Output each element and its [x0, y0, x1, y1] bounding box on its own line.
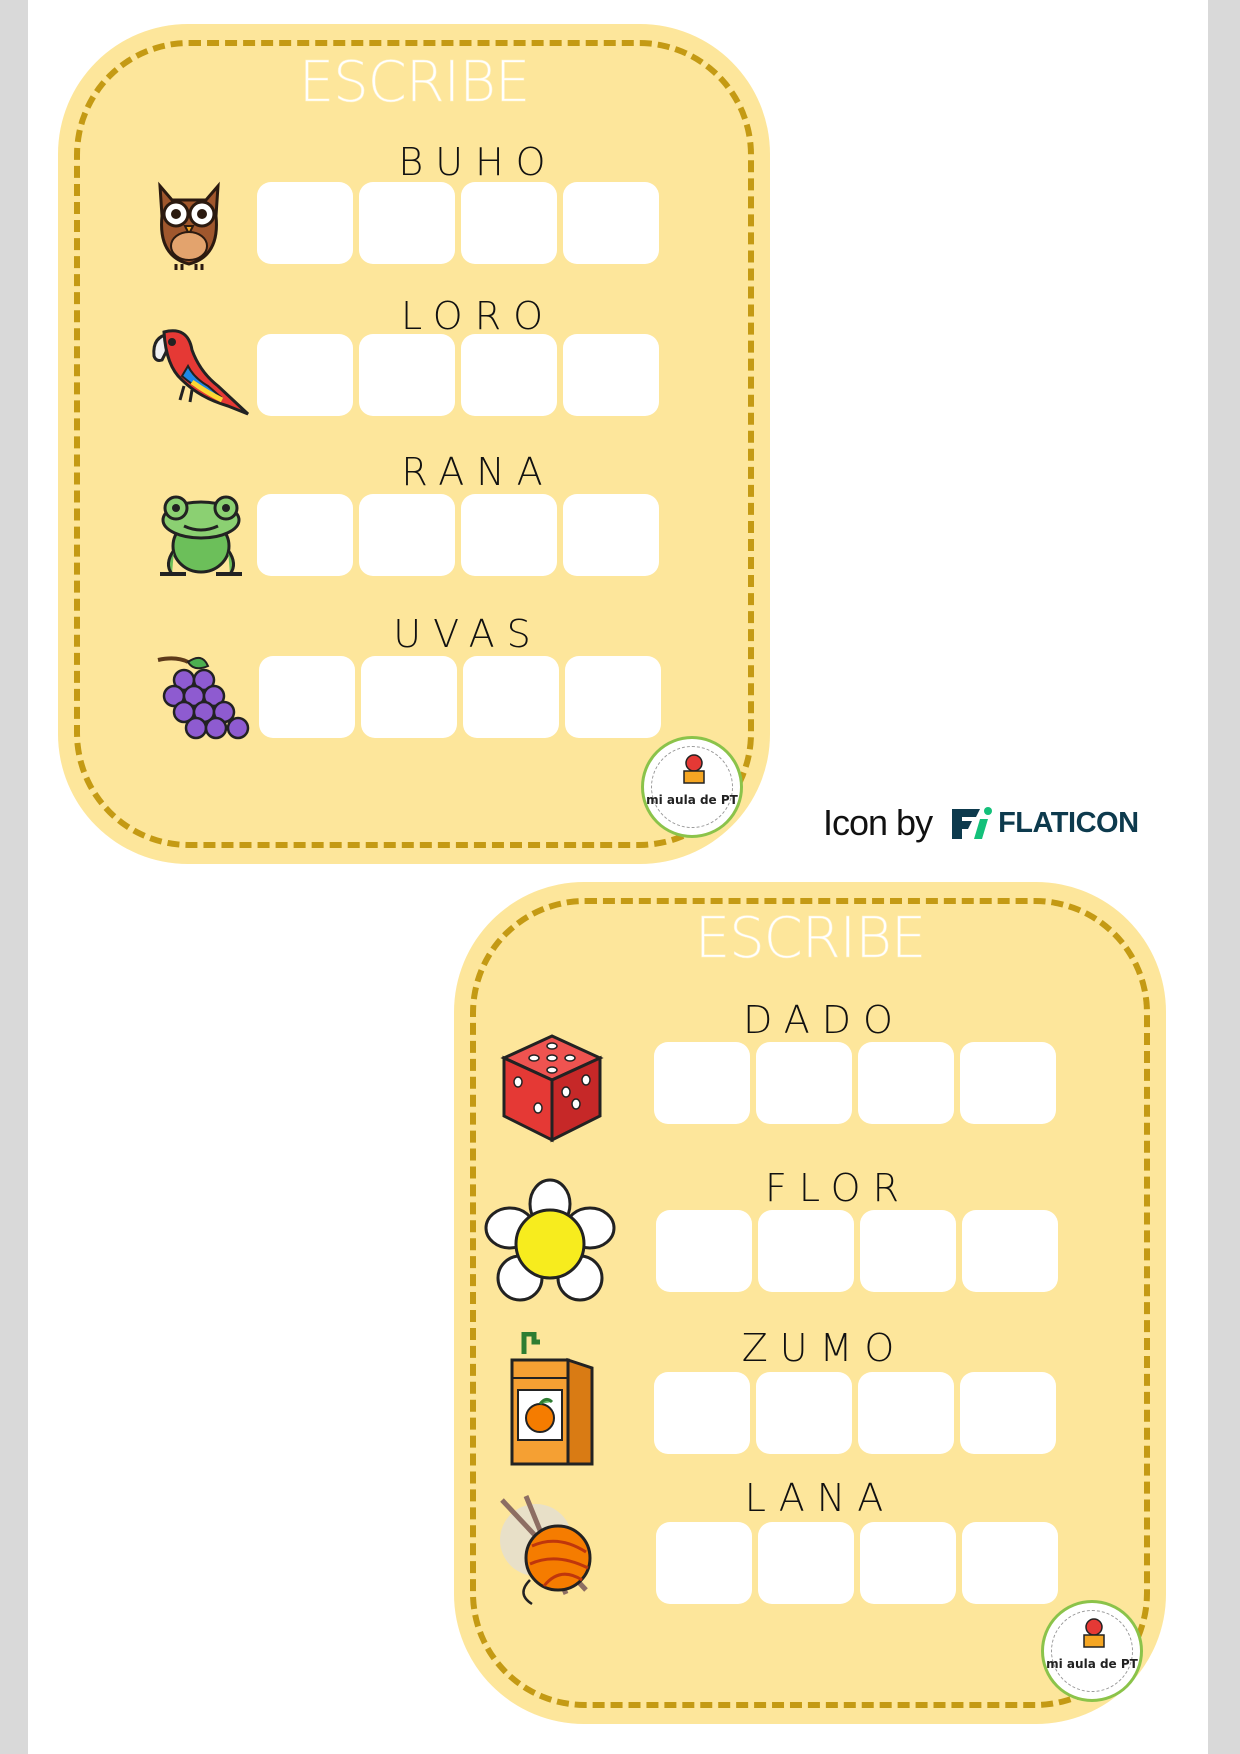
letter-box[interactable]	[758, 1522, 854, 1604]
flaticon-logo-icon	[952, 807, 993, 839]
word-label: UVAS	[393, 612, 543, 656]
letter-boxes	[259, 656, 661, 738]
dice-icon	[500, 1032, 604, 1148]
letter-box[interactable]	[461, 182, 557, 264]
letter-box[interactable]	[259, 656, 355, 738]
icon-credit: Icon by FLATICON	[823, 798, 1139, 848]
worksheet-page: ESCRIBE BUHO LORO	[28, 0, 1208, 1754]
letter-box[interactable]	[960, 1372, 1056, 1454]
letter-boxes	[257, 494, 659, 576]
letter-box[interactable]	[656, 1210, 752, 1292]
credit-prefix: Icon by	[823, 802, 933, 843]
writing-card-1: ESCRIBE BUHO LORO	[58, 24, 770, 864]
school-bag-icon	[1083, 1618, 1105, 1648]
letter-box[interactable]	[463, 656, 559, 738]
word-label: RANA	[401, 450, 555, 494]
letter-boxes	[654, 1042, 1056, 1124]
letter-box[interactable]	[860, 1210, 956, 1292]
stamp-label: mi aula de PT	[1046, 1657, 1138, 1671]
letter-box[interactable]	[654, 1372, 750, 1454]
brand-stamp: mi aula de PT	[641, 736, 743, 838]
card-title: ESCRIBE	[298, 50, 530, 116]
flower-icon	[482, 1178, 618, 1316]
letter-box[interactable]	[461, 494, 557, 576]
letter-box[interactable]	[257, 334, 353, 416]
letter-box[interactable]	[257, 182, 353, 264]
word-label: BUHO	[398, 140, 558, 184]
letter-box[interactable]	[756, 1042, 852, 1124]
letter-boxes	[257, 182, 659, 264]
letter-box[interactable]	[361, 656, 457, 738]
letter-box[interactable]	[960, 1042, 1056, 1124]
letter-box[interactable]	[563, 494, 659, 576]
letter-box[interactable]	[858, 1042, 954, 1124]
letter-boxes	[654, 1372, 1056, 1454]
yarn-ball-icon	[496, 1494, 606, 1612]
letter-boxes	[656, 1522, 1058, 1604]
letter-box[interactable]	[359, 182, 455, 264]
word-label: FLOR	[765, 1166, 911, 1210]
letter-box[interactable]	[359, 494, 455, 576]
word-label: ZUMO	[741, 1326, 907, 1370]
writing-card-2: ESCRIBE DADO	[454, 882, 1166, 1724]
letter-box[interactable]	[565, 656, 661, 738]
letter-box[interactable]	[563, 182, 659, 264]
letter-box[interactable]	[860, 1522, 956, 1604]
letter-boxes	[656, 1210, 1058, 1292]
letter-box[interactable]	[563, 334, 659, 416]
word-label: LORO	[400, 294, 556, 338]
letter-box[interactable]	[962, 1210, 1058, 1292]
letter-box[interactable]	[461, 334, 557, 416]
stamp-label: mi aula de PT	[646, 793, 738, 807]
parrot-icon	[148, 326, 252, 422]
frog-icon	[156, 490, 246, 580]
letter-box[interactable]	[756, 1372, 852, 1454]
letter-boxes	[257, 334, 659, 416]
brand-stamp: mi aula de PT	[1041, 1600, 1143, 1702]
credit-brand: FLATICON	[998, 806, 1139, 839]
letter-box[interactable]	[359, 334, 455, 416]
word-label: LANA	[744, 1476, 896, 1520]
letter-box[interactable]	[962, 1522, 1058, 1604]
juice-box-icon	[510, 1331, 596, 1472]
grapes-icon	[148, 652, 252, 746]
word-label: DADO	[743, 998, 905, 1042]
school-bag-icon	[683, 754, 705, 784]
letter-box[interactable]	[656, 1522, 752, 1604]
letter-box[interactable]	[654, 1042, 750, 1124]
letter-box[interactable]	[858, 1372, 954, 1454]
owl-icon	[146, 176, 232, 274]
card-title: ESCRIBE	[694, 906, 926, 972]
letter-box[interactable]	[257, 494, 353, 576]
letter-box[interactable]	[758, 1210, 854, 1292]
